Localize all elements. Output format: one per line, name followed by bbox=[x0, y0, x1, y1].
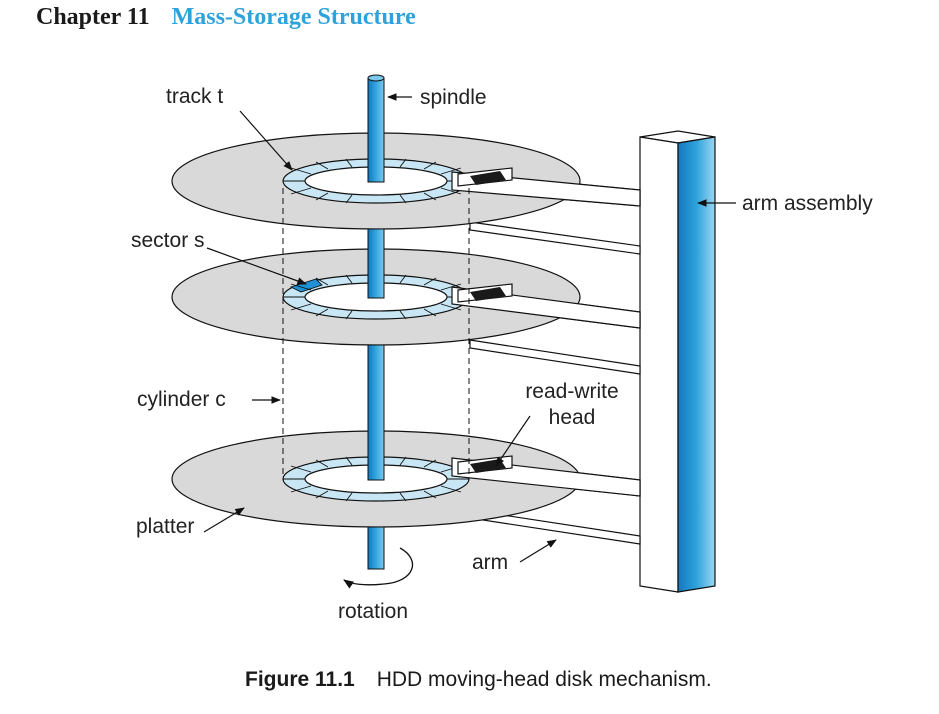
rotation-label: rotation bbox=[338, 600, 408, 623]
arm-label: arm bbox=[472, 551, 508, 574]
arm-assembly-column bbox=[639, 130, 716, 593]
spindle bbox=[367, 74, 385, 570]
pointer-arrows bbox=[203, 93, 736, 563]
read-write-head-top bbox=[470, 171, 506, 185]
platter-label: platter bbox=[136, 515, 194, 538]
arm-middle bbox=[451, 283, 641, 329]
cylinder-dashed-lines bbox=[282, 188, 470, 479]
sector-s-highlight bbox=[289, 278, 323, 293]
cylinder-label: cylinder c bbox=[137, 388, 226, 411]
sector-label: sector s bbox=[131, 229, 205, 252]
chapter-title: Mass-Storage Structure bbox=[171, 4, 416, 30]
figure-number: Figure 11.1 bbox=[245, 668, 355, 691]
figure-caption: Figure 11.1 HDD moving-head disk mechanis… bbox=[245, 668, 712, 692]
spindle-label: spindle bbox=[420, 86, 487, 109]
figure-caption-text: HDD moving-head disk mechanism. bbox=[376, 668, 712, 691]
track-label: track t bbox=[166, 85, 223, 108]
chapter-header: Chapter 11 Mass-Storage Structure bbox=[36, 4, 416, 31]
read-write-head-label-line1: read-write bbox=[525, 380, 618, 403]
read-write-head-label-line2: head bbox=[549, 406, 596, 429]
read-write-head-middle bbox=[470, 287, 506, 301]
arm-assembly-label: arm assembly bbox=[742, 192, 873, 215]
arm-top bbox=[451, 167, 641, 207]
chapter-number: Chapter 11 bbox=[36, 4, 150, 30]
rotation-arrow bbox=[343, 547, 413, 589]
